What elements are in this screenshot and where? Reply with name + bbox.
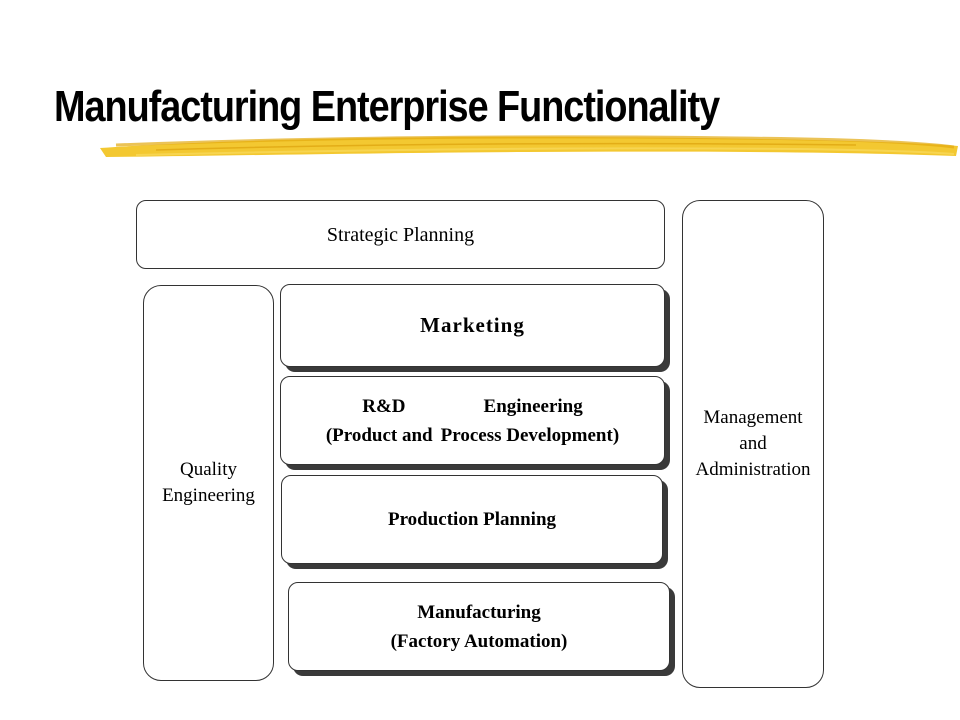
quality-label-line1: Quality bbox=[179, 459, 237, 480]
manufacturing-box: Manufacturing (Factory Automation) bbox=[288, 582, 670, 671]
quality-label-line2: Engineering bbox=[162, 485, 255, 506]
marketing-box: Marketing bbox=[280, 284, 665, 367]
rnd-engineering-box: R&D Engineering (Product and Process Dev… bbox=[280, 376, 665, 465]
rnd-label: R&D bbox=[362, 395, 406, 417]
slide-title: Manufacturing Enterprise Functionality bbox=[54, 82, 720, 131]
engineering-label: Engineering bbox=[483, 395, 583, 417]
quality-engineering-box: Quality Engineering bbox=[143, 285, 274, 681]
marketing-label: Marketing bbox=[420, 313, 525, 337]
strategic-planning-box: Strategic Planning bbox=[136, 200, 665, 269]
product-label: (Product and bbox=[325, 424, 433, 446]
management-label-line3: Administration bbox=[695, 459, 811, 480]
process-development-label: Process Development) bbox=[440, 424, 620, 446]
management-label-line2: and bbox=[739, 433, 767, 454]
management-label-line1: Management bbox=[703, 407, 803, 428]
management-administration-box: Management and Administration bbox=[682, 200, 824, 688]
brush-stroke-underline bbox=[100, 135, 958, 157]
manufacturing-label-line2: (Factory Automation) bbox=[390, 630, 568, 652]
manufacturing-label-line1: Manufacturing bbox=[417, 601, 541, 623]
production-planning-box: Production Planning bbox=[281, 475, 663, 564]
strategic-planning-label: Strategic Planning bbox=[326, 223, 475, 246]
production-planning-label: Production Planning bbox=[387, 508, 557, 530]
